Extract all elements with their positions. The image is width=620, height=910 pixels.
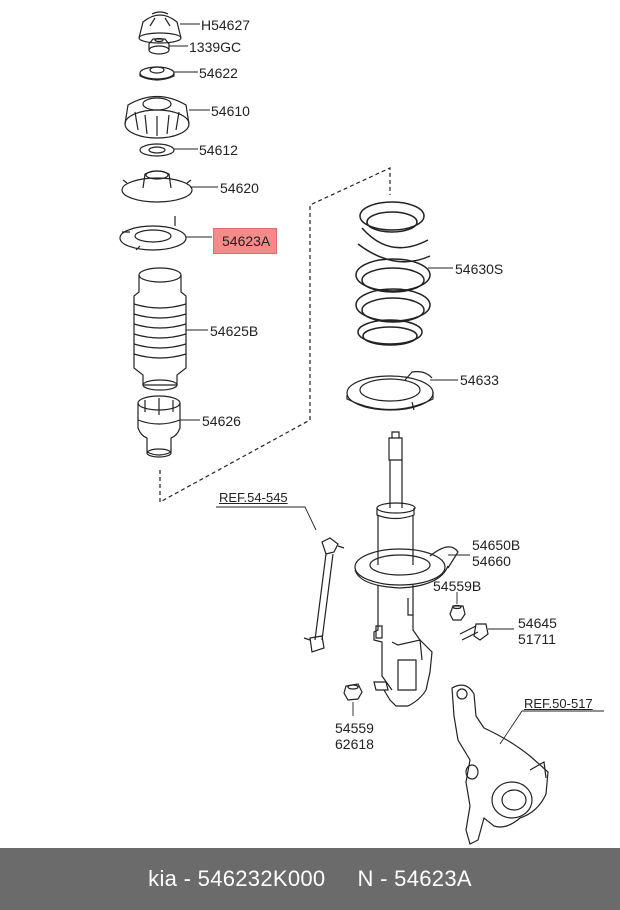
part-steering-knuckle <box>451 684 549 845</box>
label-54633: 54633 <box>460 372 499 388</box>
footer-separator-2: - <box>373 866 395 891</box>
label-ref-50-517: REF.50-517 <box>524 696 593 711</box>
part-1339gc-nut <box>148 37 170 55</box>
label-54626: 54626 <box>202 413 241 429</box>
label-54623a-highlighted: 54623A <box>213 228 278 254</box>
part-54559-nut <box>343 683 363 701</box>
exploded-parts-diagram <box>119 11 604 845</box>
part-54622-washer <box>139 66 175 81</box>
part-54620-seat <box>121 170 193 203</box>
label-51711: 51711 <box>518 631 556 647</box>
part-h54627-cap <box>138 11 182 44</box>
label-h54627: H54627 <box>201 17 251 33</box>
footer-code-prefix: N <box>357 866 374 891</box>
label-54660: 54660 <box>472 553 511 569</box>
label-54559: 54559 <box>335 720 374 736</box>
footer-part-number: 546232K000 <box>197 866 326 891</box>
label-ref-54-545: REF.54-545 <box>219 490 288 505</box>
label-62618: 62618 <box>335 736 374 752</box>
label-54559b: 54559B <box>433 578 482 594</box>
footer-gap <box>325 866 357 892</box>
part-stabilizer-link <box>303 537 345 653</box>
part-54626-bump-stop <box>137 395 181 458</box>
part-strut-assembly <box>354 431 459 707</box>
label-54610: 54610 <box>211 103 250 119</box>
leader-lines <box>169 23 604 745</box>
footer-brand: kia <box>148 866 178 891</box>
part-54623a-pad <box>119 216 187 251</box>
part-54612-ring <box>139 143 175 157</box>
assembly-dashed-bracket <box>159 167 391 504</box>
label-54645: 54645 <box>518 615 557 631</box>
label-54630s: 54630S <box>455 261 504 277</box>
part-54630s-coil-spring <box>355 201 431 346</box>
part-54610-insulator <box>124 96 190 139</box>
label-54625b: 54625B <box>210 323 259 339</box>
label-54612: 54612 <box>199 142 238 158</box>
part-54625b-dust-boot <box>133 267 187 391</box>
footer-separator: - <box>177 866 198 891</box>
label-54620: 54620 <box>220 180 259 196</box>
label-54622: 54622 <box>199 65 238 81</box>
footer-code: 54623A <box>394 866 472 891</box>
part-number-footer: kia - 546232K000 N - 54623A <box>0 848 620 910</box>
label-54650b: 54650B <box>472 537 521 553</box>
label-1339gc: 1339GC <box>189 39 242 55</box>
part-54559b-nut <box>449 604 466 621</box>
part-54645-bolt <box>459 623 489 641</box>
part-54633-lower-seat <box>346 371 434 411</box>
